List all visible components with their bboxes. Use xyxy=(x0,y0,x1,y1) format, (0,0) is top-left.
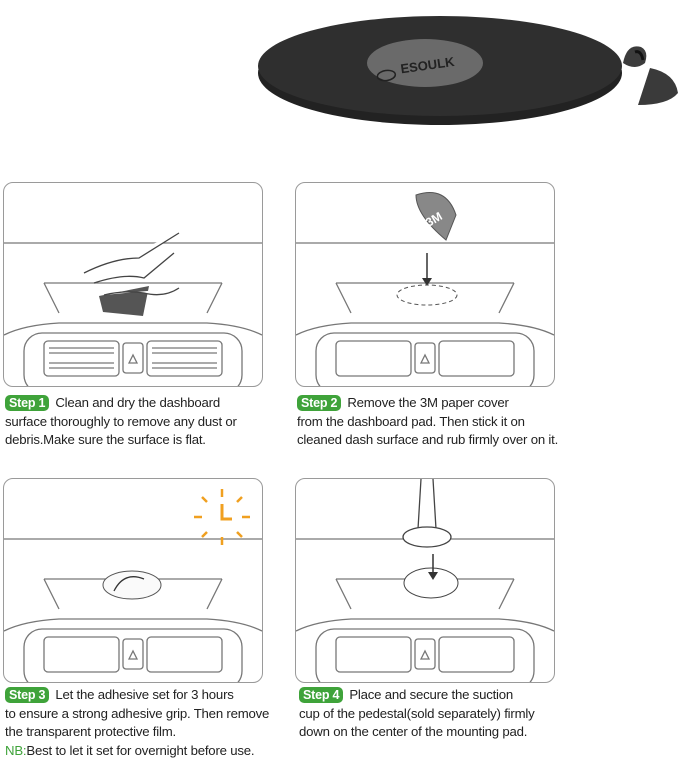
step-4-badge: Step 4 xyxy=(299,687,344,703)
step-2-illustration: 3M xyxy=(295,182,555,387)
step-1-caption: Step 1 Clean and dry the dashboard surfac… xyxy=(5,394,270,450)
step-2-text-first: Remove the 3M paper cover xyxy=(347,395,509,410)
step-4-illustration xyxy=(295,478,555,683)
step-3-nb-label: NB: xyxy=(5,742,27,758)
step-1-badge: Step 1 xyxy=(5,395,50,411)
step-4-text-first: Place and secure the suction xyxy=(349,687,514,702)
step-2-caption: Step 2 Remove the 3M paper cover from the… xyxy=(297,394,562,450)
step-2-text-rest: from the dashboard pad. Then stick it on… xyxy=(297,413,559,448)
hand-icon xyxy=(83,232,180,296)
step-1-text-first: Clean and dry the dashboard xyxy=(55,395,221,410)
step-3-text-rest: to ensure a strong adhesive grip. Then r… xyxy=(5,705,270,740)
step-1-text-rest: surface thoroughly to remove any dust or… xyxy=(5,413,237,448)
dashboard-drawing xyxy=(4,242,262,386)
step-1-illustration xyxy=(3,182,263,387)
suction-pedestal-icon xyxy=(402,479,452,548)
step-3-text-first: Let the adhesive set for 3 hours xyxy=(55,687,234,702)
dashboard-pad-image: ESOULK xyxy=(258,16,678,125)
clock-icon xyxy=(194,489,250,545)
step-3-caption: Step 3 Let the adhesive set for 3 hours t… xyxy=(5,686,270,760)
step-4-caption: Step 4 Place and secure the suction cup o… xyxy=(299,686,549,742)
step-2-badge: Step 2 xyxy=(297,395,342,411)
step-3-badge: Step 3 xyxy=(5,687,50,703)
step-4-text-rest: cup of the pedestal(sold separately) fir… xyxy=(299,705,535,740)
step-3-nb-text: Best to let it set for overnight before … xyxy=(26,742,255,758)
step-3-illustration xyxy=(3,478,263,683)
